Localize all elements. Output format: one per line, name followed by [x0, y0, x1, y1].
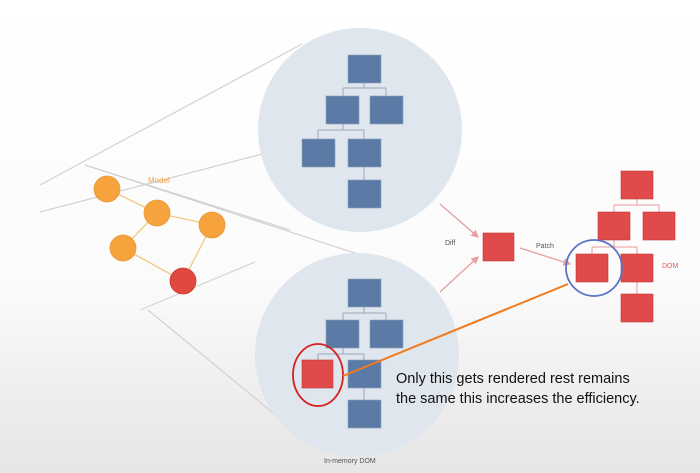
- dom-label: DOM: [662, 263, 679, 270]
- dom-tree-top: [317, 83, 387, 180]
- annotation-line-2: the same this increases the efficiency.: [396, 391, 640, 407]
- model-node: [143, 199, 171, 227]
- tree-node: [301, 138, 336, 168]
- tree-node: [369, 95, 404, 125]
- patch-label: Patch: [536, 243, 554, 250]
- diff-label: Diff: [445, 240, 456, 247]
- patched-node-highlight-circle: [565, 239, 623, 297]
- model-label: Model: [148, 176, 170, 185]
- diff-node: [482, 232, 515, 262]
- tree-node: [325, 319, 360, 349]
- model-graph-nodes: [93, 175, 226, 295]
- tree-node: [347, 54, 382, 84]
- tree-node: [347, 359, 382, 389]
- tree-node: [347, 399, 382, 429]
- dom-node: [597, 211, 631, 241]
- model-node: [198, 211, 226, 239]
- dom-node: [620, 170, 654, 200]
- model-node-changed: [169, 267, 197, 295]
- tree-node: [325, 95, 360, 125]
- in-memory-tree-edges: [317, 307, 387, 400]
- in-memory-dom-label: In-memory DOM: [324, 458, 376, 465]
- model-node: [93, 175, 121, 203]
- tree-node: [347, 138, 382, 168]
- dom-tree-top-nodes: [301, 54, 404, 209]
- model-node: [109, 234, 137, 262]
- dom-node: [575, 253, 609, 283]
- annotation-line-1: Only this gets rendered rest remains: [396, 371, 630, 387]
- tree-node: [369, 319, 404, 349]
- dom-node: [642, 211, 676, 241]
- dom-node: [620, 293, 654, 323]
- tree-node: [347, 278, 382, 308]
- in-memory-tree-nodes: [325, 278, 404, 429]
- diff-arrows: [439, 203, 572, 293]
- tree-node: [347, 179, 382, 209]
- annotation-arrow: [342, 283, 569, 377]
- dom-node: [620, 253, 654, 283]
- dom-tree-nodes-right: [575, 170, 676, 323]
- changed-node: [301, 359, 334, 389]
- dom-tree-edges-right: [591, 199, 660, 294]
- in-memory-dom-circle: [255, 253, 459, 457]
- projection-lines: [39, 43, 371, 436]
- annotation-text: Only this gets rendered rest remains the…: [396, 369, 696, 409]
